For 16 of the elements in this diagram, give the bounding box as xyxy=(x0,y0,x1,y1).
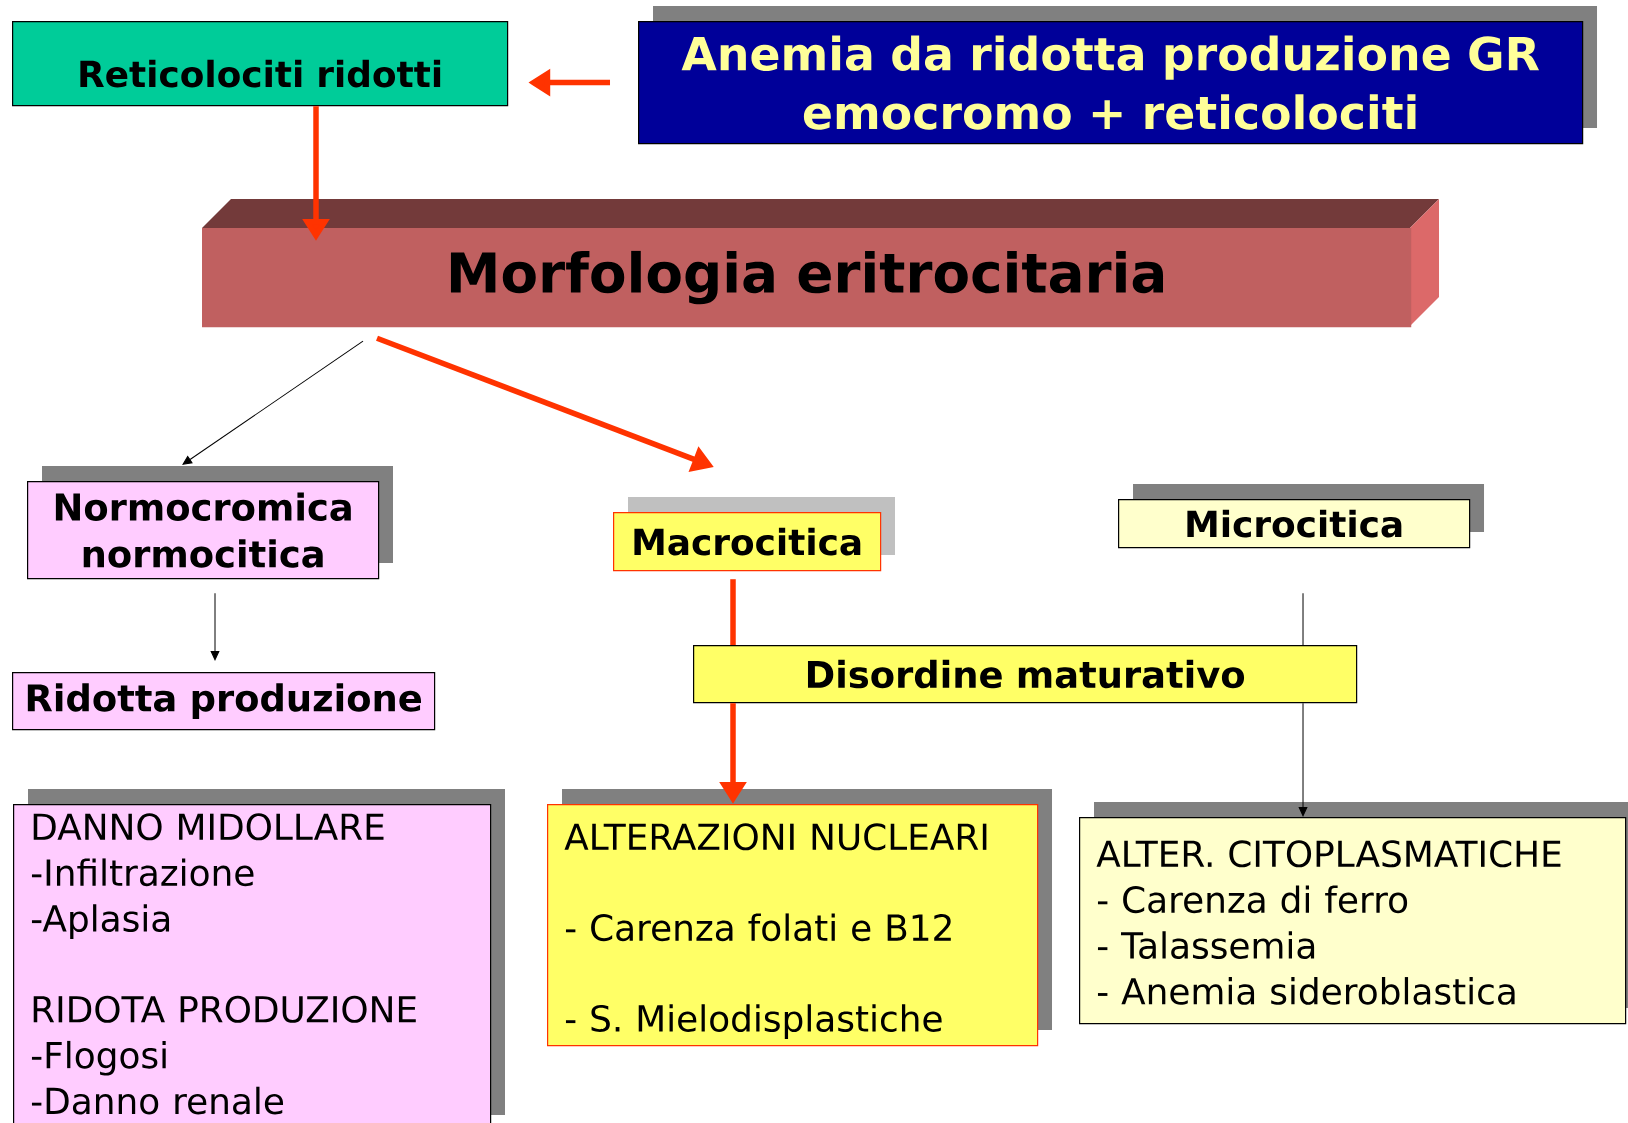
process-box: Ridotta produzione xyxy=(12,672,436,731)
connector-line xyxy=(730,579,736,645)
arrow xyxy=(182,340,364,465)
bar-box: Morfologia eritrocitaria xyxy=(202,199,1439,328)
process-box: Reticolociti ridotti xyxy=(12,21,509,107)
list-box: ALTERAZIONI NUCLEARI - Carenza folati e B12 - S. Mielodisplastiche xyxy=(547,789,1052,1047)
list-box: ALTER. CITOPLASMATICHE - Carenza di ferro - Talassemia - Anemia sideroblastica xyxy=(1079,802,1628,1025)
connector-line xyxy=(1302,592,1304,646)
title-box: Anemia da ridotta produzione GR emocromo + reticolociti xyxy=(638,6,1597,145)
arrow xyxy=(210,592,220,661)
category-box: Microcitica xyxy=(1118,484,1484,549)
category-box: Macrocitica xyxy=(613,497,895,572)
list-box: DANNO MIDOLLARE -Infiltrazione -Aplasia RIDOTA PRODUZIONE -Flogosi -Danno renale xyxy=(13,789,505,1123)
category-box: Normocromica normocitica xyxy=(27,466,393,580)
arrow xyxy=(1298,702,1308,817)
process-box: Disordine maturativo xyxy=(693,645,1358,704)
